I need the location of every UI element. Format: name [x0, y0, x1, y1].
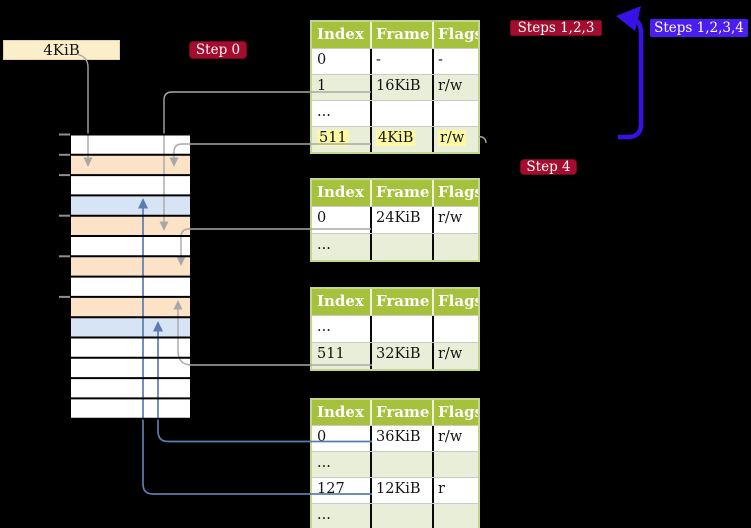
- table-cell: r/w: [432, 426, 478, 451]
- table-cell: r/w: [432, 127, 478, 152]
- badge-step-4: Step 4: [520, 159, 577, 175]
- column-header-flags: Flags: [432, 289, 478, 315]
- table-cell: ...: [317, 319, 331, 335]
- table-cell: -: [370, 49, 432, 74]
- table-row: ...: [312, 315, 478, 342]
- memory-stripe-white: [71, 134, 190, 155]
- table-row: 511 4KiB r/w: [312, 126, 478, 152]
- table-cell: [432, 101, 478, 126]
- memory-stripe-peach: [71, 154, 190, 176]
- table-cell: [370, 452, 432, 477]
- column-header-index: Index: [317, 403, 364, 421]
- column-header-frame: Frame: [370, 180, 432, 206]
- page-table-level-4-header: Index FrameFlags: [312, 22, 478, 48]
- table-row: ...: [312, 451, 478, 477]
- column-header-flags: Flags: [432, 22, 478, 48]
- table-cell: 0: [317, 52, 327, 68]
- column-header-index: Index: [317, 183, 364, 201]
- table-cell: 0: [317, 210, 327, 226]
- table-cell: 4KiB: [370, 127, 432, 152]
- table-cell: [370, 234, 432, 260]
- table-row: ...: [312, 503, 478, 528]
- table-cell: [432, 504, 478, 528]
- memory-stripe-peach: [71, 256, 190, 277]
- column-header-frame: Frame: [370, 400, 432, 425]
- highlighted-value: 4KiB: [376, 130, 416, 146]
- arrow-recursive-loop: [616, 6, 644, 140]
- table-cell: [370, 101, 432, 126]
- table-cell: r/w: [432, 75, 478, 100]
- arrow-stub-l4-entry511-right: [478, 135, 487, 144]
- table-cell: 16KiB: [370, 75, 432, 100]
- table-cell: [370, 504, 432, 528]
- page-table-level-3: Index FrameFlags 0 24KiBr/w...: [310, 178, 480, 262]
- table-cell: r/w: [432, 343, 478, 369]
- table-cell: 511: [312, 127, 370, 152]
- memory-stripe-peach: [71, 296, 190, 318]
- badge-steps-1-2-3: Steps 1,2,3: [510, 20, 602, 36]
- table-cell: -: [432, 49, 478, 74]
- physical-memory-strip: [71, 134, 190, 419]
- table-row: 0 --: [312, 48, 478, 74]
- column-header-flags: Flags: [432, 180, 478, 206]
- table-cell: ...: [317, 237, 331, 253]
- table-cell: ...: [317, 104, 331, 120]
- table-cell: [432, 234, 478, 260]
- table-cell: ...: [317, 455, 331, 471]
- highlighted-value: 511: [317, 130, 349, 146]
- memory-stripe-white: [71, 378, 190, 399]
- table-cell: [432, 316, 478, 342]
- memory-address-ticks: [59, 133, 70, 298]
- column-header-frame: Frame: [370, 22, 432, 48]
- highlighted-value: r/w: [438, 130, 467, 146]
- column-header-index: Index: [317, 25, 364, 43]
- memory-stripe-white: [71, 175, 190, 196]
- memory-stripe-white: [71, 357, 190, 379]
- table-cell: r: [432, 478, 478, 503]
- table-cell: 511: [317, 346, 345, 362]
- badge-steps-1-2-3-4: Steps 1,2,3,4: [650, 19, 748, 37]
- memory-stripe-white: [71, 236, 190, 257]
- table-cell: [432, 452, 478, 477]
- frame-size-label: 4KiB: [3, 40, 120, 60]
- table-cell: 36KiB: [370, 426, 432, 451]
- table-row: ...: [312, 233, 478, 260]
- page-table-level-1-header: Index FrameFlags: [312, 400, 478, 425]
- badge-step-0: Step 0: [189, 41, 247, 59]
- page-table-level-2-header: Index FrameFlags: [312, 289, 478, 315]
- table-cell: ...: [317, 507, 331, 523]
- table-cell: 0: [317, 429, 327, 445]
- table-cell: 12KiB: [370, 478, 432, 503]
- memory-stripe-white: [71, 337, 190, 358]
- table-cell: [370, 316, 432, 342]
- table-cell: 1: [317, 78, 327, 94]
- memory-stripe-peach: [71, 215, 190, 236]
- page-table-level-3-header: Index FrameFlags: [312, 180, 478, 206]
- column-header-flags: Flags: [432, 400, 478, 425]
- memory-stripe-white: [71, 398, 190, 419]
- table-cell: 24KiB: [370, 207, 432, 233]
- column-header-index: Index: [317, 292, 364, 310]
- memory-stripe-blue: [71, 195, 190, 216]
- column-header-frame: Frame: [370, 289, 432, 315]
- table-cell: 32KiB: [370, 343, 432, 369]
- table-cell: 127: [317, 481, 345, 497]
- memory-stripe-white: [71, 276, 190, 297]
- memory-stripe-blue: [71, 317, 190, 338]
- table-row: ...: [312, 100, 478, 126]
- table-cell: r/w: [432, 207, 478, 233]
